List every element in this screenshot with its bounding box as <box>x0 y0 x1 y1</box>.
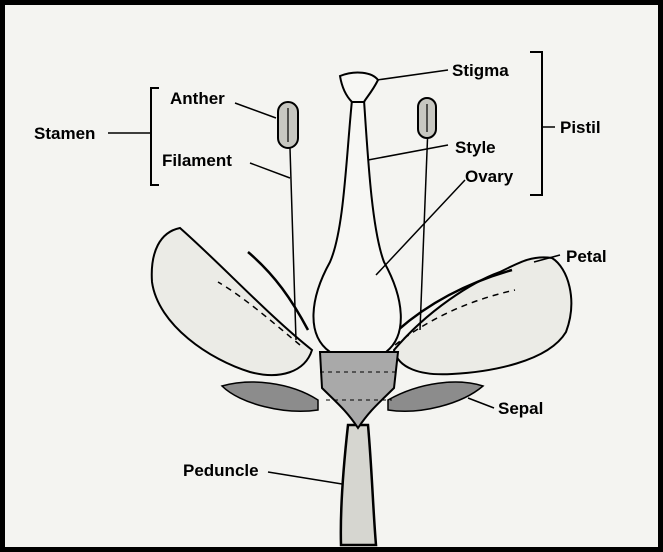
label-petal: Petal <box>566 247 607 266</box>
stigma-shape <box>340 73 378 102</box>
stamen-bracket <box>151 88 159 185</box>
label-peduncle: Peduncle <box>183 461 259 480</box>
label-pistil: Pistil <box>560 118 601 137</box>
sepal-right-shape <box>388 382 483 411</box>
filament-right <box>420 126 428 330</box>
label-anther: Anther <box>170 89 225 108</box>
sepal-left-shape <box>222 382 318 411</box>
label-stigma: Stigma <box>452 61 509 80</box>
label-stamen: Stamen <box>34 124 95 143</box>
label-filament: Filament <box>162 151 232 170</box>
peduncle-shape <box>341 425 376 545</box>
label-sepal: Sepal <box>498 399 543 418</box>
pistil-bracket <box>530 52 542 195</box>
filament-left <box>290 148 296 340</box>
petal-left-shape <box>152 228 312 375</box>
receptacle-shape <box>320 352 398 428</box>
label-style: Style <box>455 138 496 157</box>
label-ovary: Ovary <box>465 167 514 186</box>
pistil-shape <box>313 100 400 352</box>
